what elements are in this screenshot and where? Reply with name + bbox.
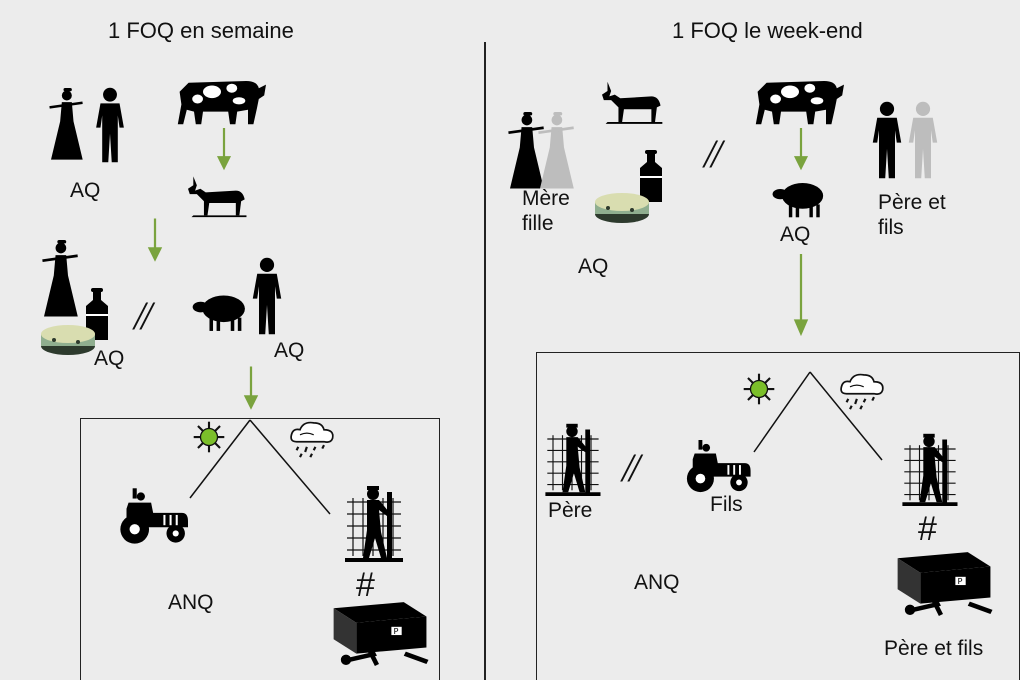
aq-label: AQ [70, 179, 101, 202]
man-icon [902, 100, 944, 180]
parallel-symbol: // [622, 445, 640, 490]
not-equal-symbol: # [356, 566, 375, 604]
cow-icon [176, 72, 266, 126]
sheep-icon [190, 290, 252, 332]
father-sons-label: Père et fils [878, 191, 946, 239]
tractor-icon [106, 488, 188, 546]
arrow-down-icon [792, 128, 810, 172]
cheese-icon [594, 188, 650, 224]
weekday-title: 1 FOQ en semaine [108, 18, 294, 43]
woman-icon [40, 240, 80, 320]
aq-label: AQ [274, 339, 305, 362]
arrow-down-icon [242, 362, 260, 416]
arrow-down-icon [146, 212, 164, 270]
father-sons-label: Père et fils [884, 637, 984, 660]
sun-icon [742, 372, 776, 406]
woman-icon [536, 112, 576, 192]
mother-daughter-label: Mère fille [522, 187, 570, 235]
arrow-down-icon [793, 254, 809, 337]
toolbox-icon [326, 600, 432, 666]
rain-cloud-icon [288, 420, 336, 460]
weekend-title: 1 FOQ le week-end [672, 18, 863, 43]
toolbox-icon [888, 550, 998, 616]
fence-worker-icon [338, 482, 408, 562]
fence-worker-icon [896, 430, 962, 506]
rain-cloud-icon [838, 372, 886, 412]
non-agricultural-activity-box [80, 418, 440, 680]
aq-label: AQ [780, 223, 811, 246]
man-icon [90, 86, 130, 164]
parallel-symbol: // [704, 131, 722, 176]
aq-label: AQ [94, 347, 125, 370]
goat-icon [602, 74, 666, 128]
sons-label: Fils [710, 493, 743, 516]
parallel-symbol: // [134, 293, 152, 338]
man-icon [246, 256, 288, 336]
cow-icon [754, 72, 844, 126]
father-label: Père [548, 499, 593, 522]
anq-label: ANQ [168, 591, 214, 614]
sun-icon [192, 420, 226, 454]
anq-label: ANQ [634, 571, 680, 594]
woman-icon [46, 88, 86, 163]
arrow-down-icon [215, 128, 233, 172]
not-equal-symbol: # [918, 510, 937, 548]
sheep-icon [770, 178, 830, 218]
cheese-icon [40, 320, 96, 356]
aq-label: AQ [578, 255, 609, 278]
tractor-icon [672, 440, 752, 494]
panel-divider [484, 42, 486, 680]
goat-icon [188, 170, 250, 220]
fence-worker-icon [540, 420, 604, 496]
seasonal-peak-lines [189, 419, 331, 515]
seasonal-peak-lines [753, 371, 883, 461]
